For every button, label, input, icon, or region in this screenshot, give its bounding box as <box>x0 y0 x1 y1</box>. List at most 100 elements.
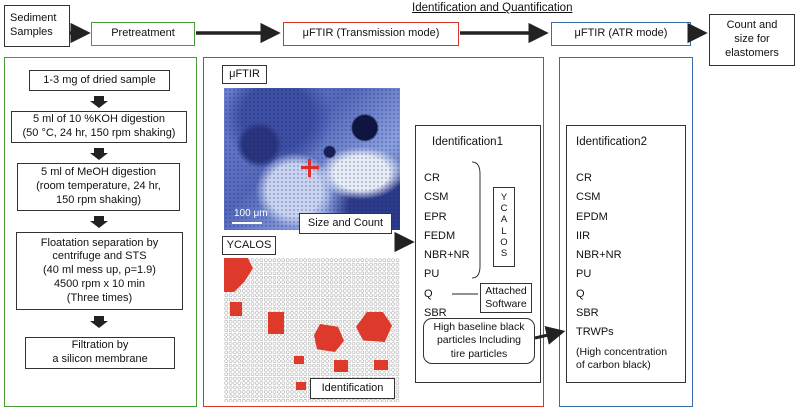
microscope-label-text: μFTIR <box>229 67 260 80</box>
pretreatment-panel <box>4 57 197 407</box>
transmission-panel <box>203 57 544 407</box>
software-line-1: Attached <box>485 285 527 298</box>
microscope-panel-label: μFTIR <box>222 65 267 84</box>
identification2-box: Identification2 CR CSM EPDM IIR NBR+NR P… <box>566 125 686 383</box>
software-line-2: Software <box>485 298 527 310</box>
step-4-line-4: 4500 rpm x 10 min <box>53 277 146 290</box>
down-arrow <box>90 216 108 228</box>
detected-particle <box>230 302 242 316</box>
transmission-mode-box: μFTIR (Transmission mode) <box>283 22 459 46</box>
ycalos-letter: A <box>500 214 508 226</box>
step-3-line-2: (room temperature, 24 hr, <box>36 180 161 193</box>
microscope-image: 100 μm <box>224 88 400 230</box>
identification-caption: Identification <box>310 378 395 399</box>
sediment-line-2: Samples <box>10 26 53 38</box>
step-filtration: Filtration by a silicon membrane <box>25 337 175 369</box>
step-koh-digestion: 5 ml of 10 %KOH digestion (50 °C, 24 hr,… <box>11 111 187 143</box>
id2-note-line-1: (High concentration <box>576 346 668 358</box>
result-line-2: size for <box>734 33 770 46</box>
identification1-title: Identification1 <box>432 136 503 148</box>
atr-label: μFTIR (ATR mode) <box>574 27 668 40</box>
step-4-line-5: (Three times) <box>66 291 133 304</box>
identification2-list: CR CSM EPDM IIR NBR+NR PU Q SBR TRWPs <box>576 169 676 343</box>
id1-item: FEDM <box>424 229 456 242</box>
step-down-arrows <box>90 96 108 328</box>
result-box: Count and size for elastomers <box>709 14 795 66</box>
id2-item: Q <box>576 287 585 300</box>
step-4-line-2: centrifuge and STS <box>52 250 147 263</box>
detected-particle <box>268 312 284 334</box>
id2-item: CR <box>576 172 592 184</box>
id1-item: EPR <box>424 210 447 223</box>
step-4-line-3: (40 ml mess up, ρ=1.9) <box>43 264 156 277</box>
ycalos-letter: Y <box>500 192 508 203</box>
crosshair-vertical <box>308 159 311 177</box>
id2-item: TRWPs <box>576 326 614 339</box>
id2-item: CSM <box>576 191 601 204</box>
pretreatment-box: Pretreatment <box>91 22 195 46</box>
ycalos-vertical-text: Y C A L O S <box>493 192 515 259</box>
sediment-samples-box: Sediment Samples <box>4 5 70 47</box>
ycalos-vertical-box <box>493 187 515 267</box>
step-3-line-3: 150 rpm shaking) <box>56 193 141 206</box>
pretreatment-label: Pretreatment <box>111 27 175 40</box>
size-and-count-caption: Size and Count <box>299 213 392 234</box>
step-1-text: 1-3 mg of dried sample <box>43 73 156 86</box>
identification2-note: (High concentration of carbon black) <box>576 346 667 372</box>
ycalos-label-text: YCALOS <box>226 238 272 251</box>
note-line-1: High baseline black <box>433 321 525 334</box>
id2-item: NBR+NR <box>576 249 622 262</box>
id2-item: SBR <box>576 307 599 320</box>
down-arrow <box>90 148 108 160</box>
ycalos-letter: O <box>500 236 508 248</box>
ycalos-letter: S <box>500 248 508 260</box>
step-3-line-1: 5 ml of MeOH digestion <box>41 166 156 179</box>
ycalos-panel-label: YCALOS <box>222 236 276 255</box>
note-line-2: particles Including <box>436 334 522 347</box>
transmission-label: μFTIR (Transmission mode) <box>302 27 440 40</box>
inner-arrows <box>394 231 566 345</box>
detected-particle <box>334 360 348 372</box>
identification2-title: Identification2 <box>576 136 647 148</box>
down-arrow <box>90 96 108 108</box>
step-4-line-1: Floatation separation by <box>40 236 159 249</box>
result-line-1: Count and <box>726 19 778 32</box>
down-arrow <box>90 316 108 328</box>
scale-bar-label: 100 μm <box>234 208 268 219</box>
identification1-list: CR CSM EPR FEDM NBR+NR PU Q SBR <box>424 169 494 323</box>
high-baseline-note: High baseline black particles Including … <box>423 318 535 364</box>
detected-particle <box>374 360 388 370</box>
id2-item: EPDM <box>576 210 608 223</box>
microscope-dot-texture <box>224 88 400 230</box>
id1-item: Q <box>424 287 433 300</box>
section-title: Identification and Quantification <box>412 2 573 14</box>
id2-item: PU <box>576 268 592 281</box>
detected-particle <box>294 356 304 364</box>
atr-mode-box: μFTIR (ATR mode) <box>551 22 691 46</box>
id1-item: CSM <box>424 191 449 204</box>
scale-bar <box>232 222 262 224</box>
id1-item: CR <box>424 172 440 184</box>
result-line-3: elastomers <box>725 46 779 59</box>
ycalos-letter: L <box>501 225 507 237</box>
step-floatation: Floatation separation by centrifuge and … <box>16 232 183 310</box>
ycalos-letter: C <box>500 203 508 215</box>
id2-item: IIR <box>576 229 591 242</box>
step-5-line-2: a silicon membrane <box>52 353 148 365</box>
step-2-line-2: (50 °C, 24 hr, 150 rpm shaking) <box>22 127 176 139</box>
id2-note-line-2: of carbon black) <box>576 359 651 372</box>
identification-caption-text: Identification <box>321 381 384 394</box>
atr-panel <box>559 57 693 407</box>
identification1-bracket <box>471 161 481 279</box>
step-dried-sample: 1-3 mg of dried sample <box>29 70 170 91</box>
sediment-line-1: Sediment <box>10 12 57 25</box>
id1-item: PU <box>424 268 440 281</box>
note-line-3: tire particles <box>450 347 508 360</box>
attached-software-box: Attached Software <box>480 283 532 313</box>
size-count-text: Size and Count <box>307 216 384 229</box>
detected-particle <box>296 382 306 390</box>
step-meoh-digestion: 5 ml of MeOH digestion (room temperature… <box>17 163 180 211</box>
id1-item: SBR <box>424 307 447 320</box>
step-2-line-1: 5 ml of 10 %KOH digestion <box>32 113 166 126</box>
